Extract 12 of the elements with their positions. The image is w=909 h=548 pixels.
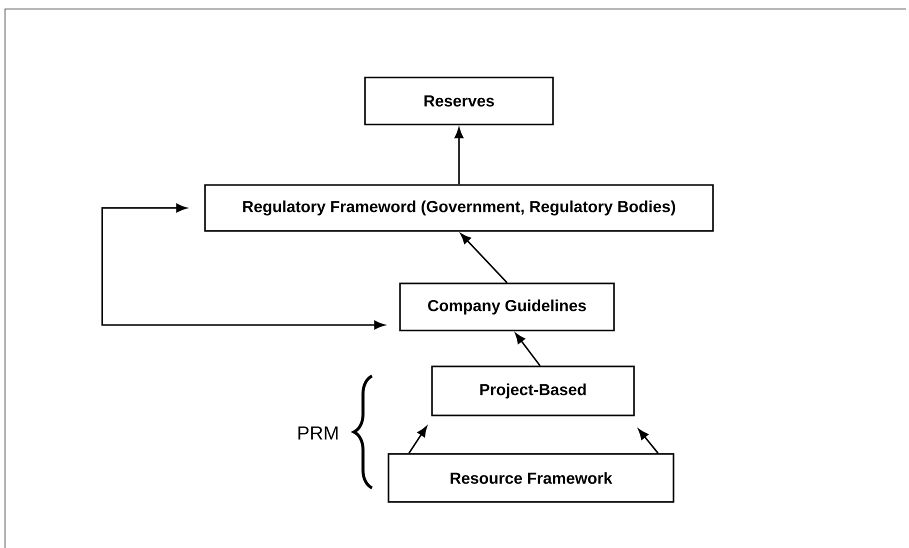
process-box: Regulatory Frameword (Government, Regulatory Bodies) (204, 184, 714, 232)
bracket-label: PRM (298, 426, 338, 440)
arrow (408, 426, 428, 454)
arrow (101, 204, 385, 330)
process-box: Project-Based (431, 366, 635, 416)
arrow (515, 333, 541, 366)
process-box: Reserves (364, 76, 554, 126)
arrow (460, 233, 508, 284)
process-box: Company Guidelines (399, 282, 615, 332)
arrow (454, 128, 464, 184)
arrow (638, 428, 659, 454)
process-box: Resource Framework (388, 453, 674, 503)
